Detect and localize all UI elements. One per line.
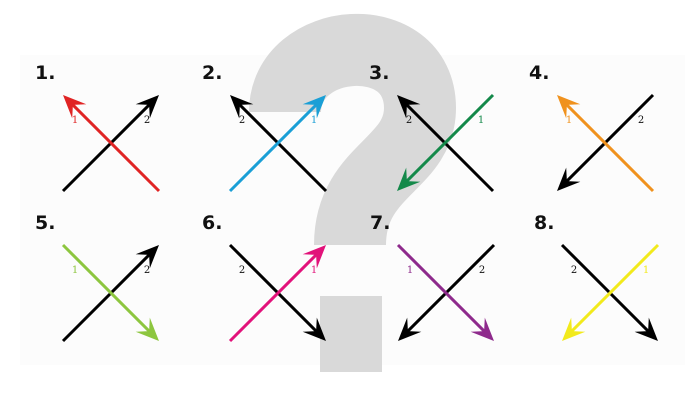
colored-arrow: 1 [228, 95, 326, 193]
black-arrow-label: 2 [239, 115, 245, 126]
colored-arrow-shaft [67, 99, 161, 193]
arrowhead-icon [135, 95, 159, 119]
arrowhead-icon [302, 317, 326, 341]
arrowhead-icon [135, 317, 159, 341]
puzzle-panel-1: 1.21 [35, 62, 161, 193]
black-arrow-label: 2 [144, 265, 150, 276]
arrowhead-icon [634, 317, 658, 341]
panel-number: 6. [202, 212, 222, 234]
black-arrow-shaft [401, 99, 495, 193]
panel-number: 2. [202, 62, 222, 84]
black-arrow: 2 [397, 95, 495, 193]
arrowhead-icon [397, 167, 421, 191]
black-arrow: 2 [61, 95, 159, 193]
black-arrow: 2 [61, 245, 159, 343]
black-arrow-label: 2 [144, 115, 150, 126]
black-arrow-shaft [234, 99, 328, 193]
black-arrow: 2 [398, 243, 496, 341]
puzzle-panel-5: 5.21 [35, 212, 159, 343]
colored-arrow-label: 1 [311, 265, 317, 276]
colored-arrow-label: 1 [311, 115, 317, 126]
arrowhead-icon [302, 95, 326, 119]
colored-arrow-label: 1 [566, 115, 572, 126]
panel-number: 4. [529, 62, 549, 84]
panel-number: 3. [369, 62, 389, 84]
colored-arrow: 1 [562, 243, 660, 341]
panel-number: 8. [534, 212, 554, 234]
black-arrow-label: 2 [571, 265, 577, 276]
black-arrow-shaft [228, 243, 322, 337]
colored-arrow: 1 [63, 95, 161, 193]
colored-arrow: 1 [397, 93, 495, 191]
colored-arrow: 1 [557, 95, 655, 193]
colored-arrow-shaft [561, 99, 655, 193]
black-arrow-shaft [561, 93, 655, 187]
colored-arrow: 1 [396, 243, 494, 341]
black-arrow-label: 2 [638, 115, 644, 126]
arrowhead-icon [135, 245, 159, 269]
puzzle-panel-4: 4.21 [529, 62, 655, 193]
black-arrow-shaft [402, 243, 496, 337]
colored-arrow-label: 1 [72, 115, 78, 126]
colored-arrow-label: 1 [72, 265, 78, 276]
puzzle-panel-7: 7.21 [370, 212, 496, 341]
colored-arrow: 1 [228, 245, 326, 343]
colored-arrow-label: 1 [643, 265, 649, 276]
colored-arrow-shaft [566, 243, 660, 337]
black-arrow-label: 2 [239, 265, 245, 276]
arrowhead-icon [557, 95, 581, 119]
arrowhead-icon [562, 317, 586, 341]
colored-arrow-shaft [228, 249, 322, 343]
black-arrow-label: 2 [479, 265, 485, 276]
arrowhead-icon [63, 95, 87, 119]
colored-arrow-shaft [228, 99, 322, 193]
colored-arrow-shaft [396, 243, 490, 337]
colored-arrow-shaft [401, 93, 495, 187]
question-mark-dot [320, 296, 382, 372]
arrowhead-icon [397, 95, 421, 119]
colored-arrow-label: 1 [407, 265, 413, 276]
arrowhead-icon [230, 95, 254, 119]
panel-number: 7. [370, 212, 390, 234]
question-mark-hook [249, 14, 457, 248]
arrowhead-icon [302, 245, 326, 269]
colored-arrow-label: 1 [478, 115, 484, 126]
black-arrow: 2 [560, 243, 658, 341]
arrowhead-icon [470, 317, 494, 341]
black-arrow: 2 [557, 93, 655, 191]
colored-arrow-shaft [61, 243, 155, 337]
panel-number: 5. [35, 212, 55, 234]
black-arrow-label: 2 [406, 115, 412, 126]
black-arrow-shaft [61, 249, 155, 343]
question-mark [249, 14, 457, 372]
arrowhead-icon [398, 317, 422, 341]
black-arrow-shaft [560, 243, 654, 337]
black-arrow: 2 [228, 243, 326, 341]
panel-number: 1. [35, 62, 55, 84]
arrowhead-icon [557, 167, 581, 191]
black-arrow-shaft [61, 99, 155, 193]
colored-arrow: 1 [61, 243, 159, 341]
black-arrow: 2 [230, 95, 328, 193]
